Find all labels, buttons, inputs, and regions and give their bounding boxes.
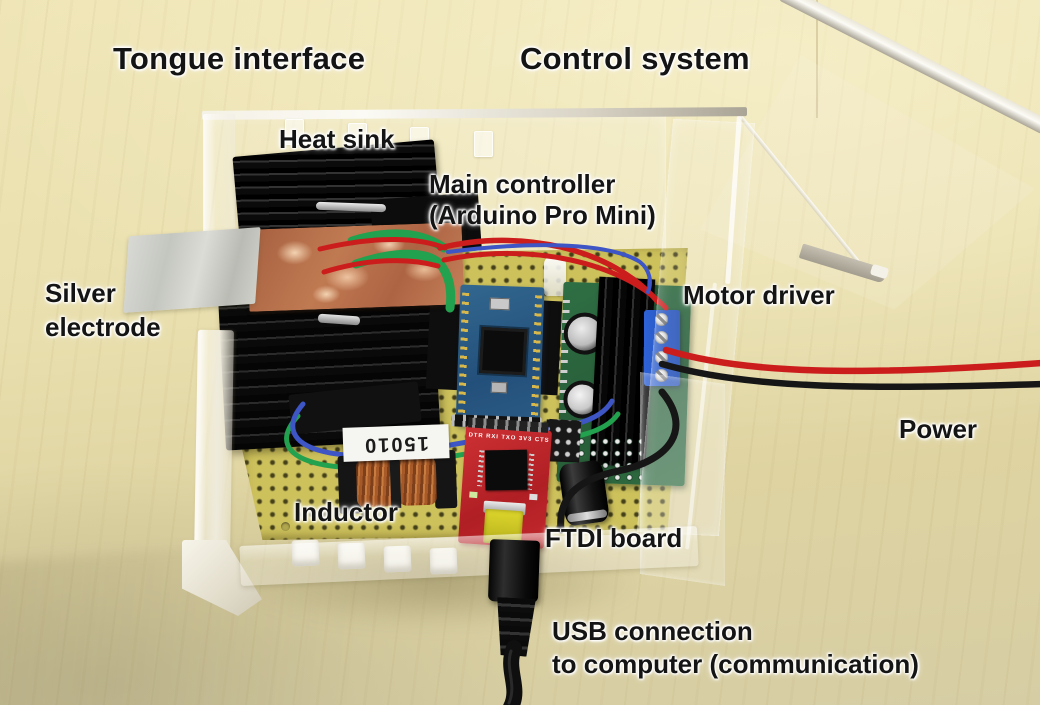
label-ftdi-board: FTDI board	[545, 523, 683, 553]
label-heat-sink: Heat sink	[279, 124, 395, 154]
acrylic-front-tab	[291, 539, 320, 567]
stackable-header-pins	[546, 418, 582, 462]
label-usb-connection: USB connection to computer (communicatio…	[552, 615, 919, 681]
ftdi-board: DTR RXI TXO 3V3 CTS GND	[457, 417, 553, 549]
label-motor-driver: Motor driver	[683, 280, 835, 310]
arduino-component	[489, 297, 511, 311]
arduino-pin-row-right	[530, 295, 543, 418]
acrylic-tab	[285, 119, 304, 145]
acrylic-tab	[474, 131, 493, 157]
acrylic-front-tab	[429, 547, 458, 575]
label-control-system: Control system	[520, 41, 750, 76]
ftdi-chip-pins	[526, 453, 535, 490]
terminal-screw	[655, 331, 668, 344]
label-main-controller: Main controller (Arduino Pro Mini)	[429, 169, 656, 231]
arduino-mcu-chip	[479, 326, 528, 376]
inductor-copper-coil	[397, 456, 438, 506]
inductor-end-block	[433, 449, 458, 509]
label-power: Power	[899, 414, 978, 444]
copper-tape-electrode	[246, 222, 465, 312]
large-capacitor	[557, 459, 611, 527]
label-tongue-interface: Tongue interface	[113, 41, 366, 76]
acrylic-left-post	[194, 329, 234, 557]
arduino-component	[490, 381, 508, 394]
label-usb-connection-line1: USB connection	[552, 616, 753, 646]
perfboard-mounting-hole	[281, 522, 290, 531]
arduino-pin-row-left	[457, 292, 470, 415]
ftdi-led	[529, 493, 538, 501]
label-inductor: Inductor	[294, 497, 398, 527]
usb-plug-body	[487, 539, 541, 603]
acrylic-front-tab	[337, 542, 366, 570]
acrylic-front-tab	[383, 545, 412, 573]
terminal-screw	[655, 313, 668, 326]
label-main-controller-line1: Main controller	[429, 169, 616, 199]
inductor-part-label: 15010	[342, 424, 450, 462]
label-main-controller-line2: (Arduino Pro Mini)	[429, 200, 656, 230]
capacitor-band	[566, 509, 608, 523]
ftdi-pin-labels: DTR RXI TXO 3V3 CTS GND	[468, 432, 549, 444]
label-usb-connection-line2: to computer (communication)	[552, 649, 919, 679]
wood-grain-seam	[816, 0, 818, 118]
ftdi-chip-pins	[476, 450, 485, 487]
label-silver-electrode: Silver electrode	[45, 276, 161, 344]
label-silver-electrode-line1: Silver	[45, 278, 116, 308]
inductor-part-number: 15010	[362, 431, 430, 456]
arduino-pro-mini-board	[451, 284, 545, 430]
ftdi-led	[469, 491, 478, 499]
ftdi-ic-chip	[484, 449, 528, 491]
label-silver-electrode-line2: electrode	[45, 312, 161, 342]
